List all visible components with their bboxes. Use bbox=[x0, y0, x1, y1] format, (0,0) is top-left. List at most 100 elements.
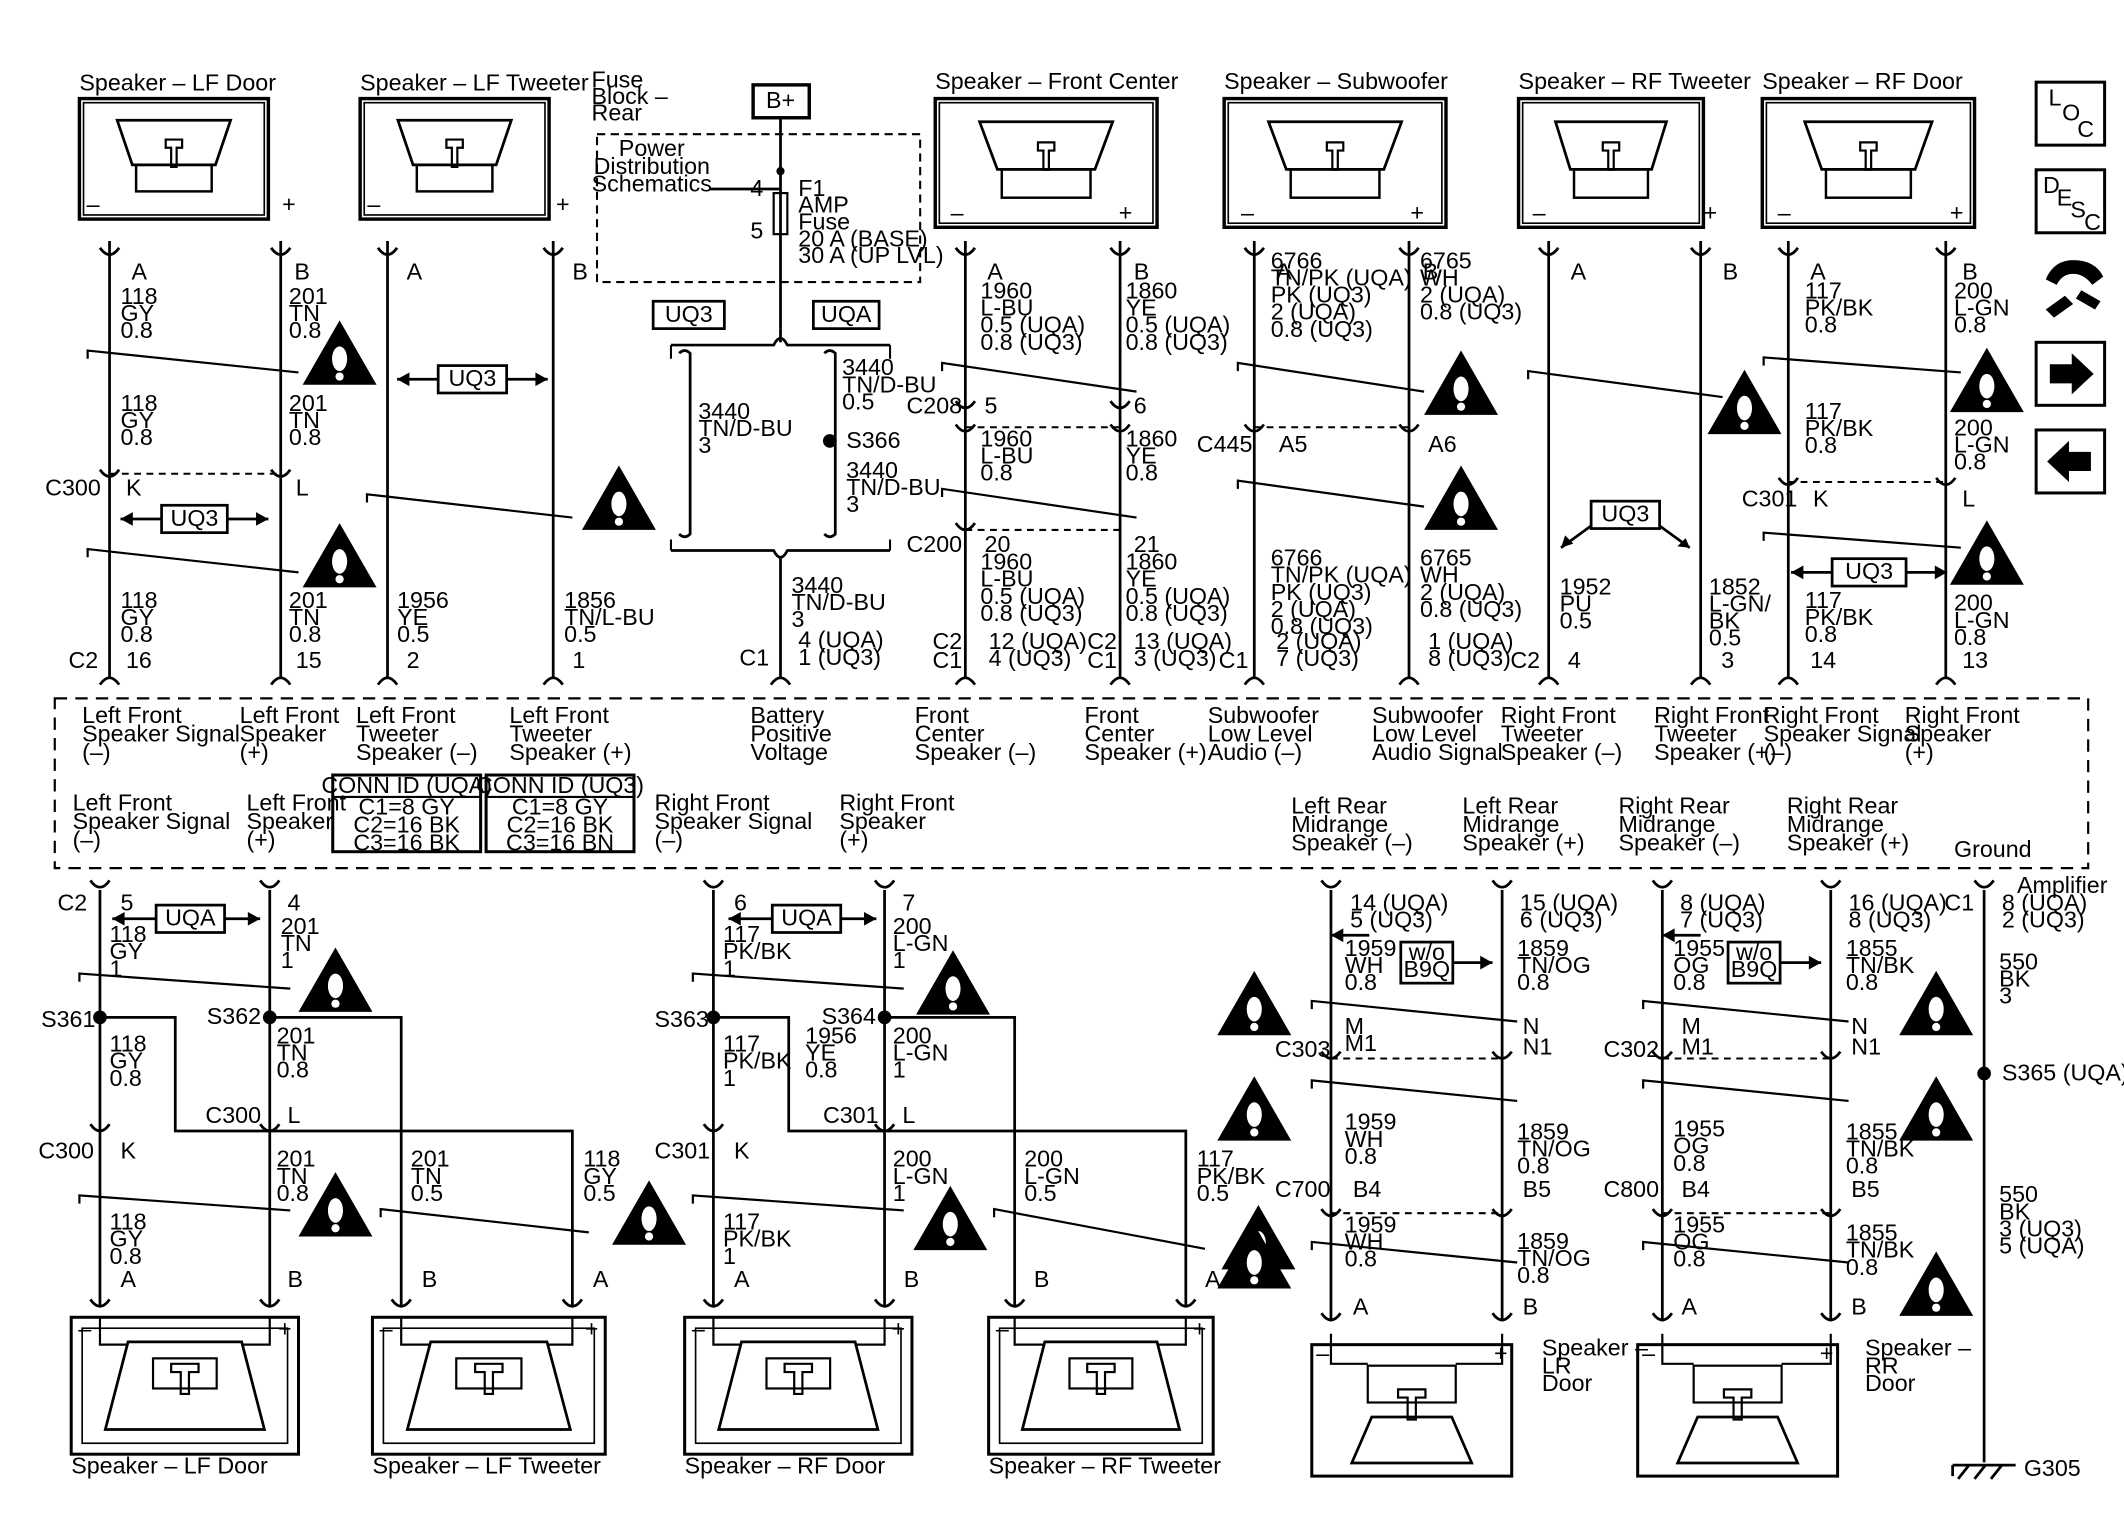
fuse-label: Fuse bbox=[798, 208, 850, 234]
splice-label: S364 bbox=[822, 1003, 876, 1029]
pin-label: 13 bbox=[1962, 647, 1988, 673]
warning-dot bbox=[1982, 399, 1991, 409]
speaker-lead bbox=[1455, 1333, 1504, 1365]
fuse-label: 20 A (BASE) bbox=[798, 225, 927, 251]
warning-dot bbox=[1932, 1022, 1941, 1032]
wire-label: 0.5 bbox=[1024, 1180, 1056, 1206]
pin-label: K bbox=[734, 1137, 750, 1163]
branch bbox=[670, 549, 891, 559]
wire-label: 117 bbox=[1805, 587, 1842, 613]
amp-pin-label: Speaker bbox=[1905, 720, 1992, 746]
pin-label: A bbox=[1205, 1266, 1221, 1292]
twisted-pair-mark bbox=[379, 1207, 589, 1234]
warning-icon bbox=[298, 947, 373, 1012]
wire-label: 201 bbox=[289, 283, 328, 309]
connector-terminal bbox=[1651, 1050, 1674, 1060]
loc-button[interactable] bbox=[2034, 80, 2107, 147]
speaker-lead bbox=[1013, 1317, 1045, 1346]
wire-label: YE bbox=[1126, 443, 1157, 469]
speaker-lead bbox=[855, 1317, 886, 1346]
pin-label: 1 bbox=[572, 647, 585, 673]
wire-label: WH bbox=[1345, 1126, 1384, 1152]
amp-pin-label: Center bbox=[915, 720, 985, 746]
speaker-magnet bbox=[455, 1357, 523, 1390]
wire-label: 15 (UQA) bbox=[1520, 890, 1618, 916]
connector-terminal bbox=[1109, 676, 1131, 686]
wire-label: 1 bbox=[723, 1065, 736, 1091]
wire-label: 118 bbox=[110, 1031, 147, 1057]
wire-label: 117 bbox=[723, 921, 760, 947]
desc-letter: C bbox=[2084, 209, 2101, 235]
wire-label: 3 bbox=[1999, 983, 2012, 1009]
wire-label: BK bbox=[1709, 608, 1741, 634]
speaker-box-inner bbox=[382, 1327, 596, 1445]
terminal-polarity: – bbox=[1533, 199, 1546, 225]
warning-mark bbox=[327, 1198, 344, 1223]
wire-label: 1 (UQA) bbox=[1428, 628, 1513, 654]
amp-pin-label: Left Rear bbox=[1462, 792, 1558, 818]
warning-mark bbox=[332, 346, 348, 372]
twisted-pair-mark bbox=[993, 1207, 1206, 1250]
splice-label: S363 bbox=[655, 1006, 709, 1032]
wire-label: 0.8 bbox=[120, 317, 152, 343]
connector-terminal bbox=[873, 1298, 896, 1308]
wire-label: 0.8 bbox=[805, 1057, 837, 1083]
splice-label: S362 bbox=[207, 1003, 261, 1029]
wire-label: 1 bbox=[893, 1180, 906, 1206]
connector-id: C1 bbox=[1944, 890, 1974, 916]
warning-icon bbox=[302, 320, 377, 385]
wire-label: 117 bbox=[1197, 1146, 1234, 1172]
connector-terminal bbox=[1175, 1298, 1197, 1308]
speaker-box-inner bbox=[1765, 101, 1972, 225]
wire-label: 2 (UQ3) bbox=[2002, 907, 2085, 933]
pin-label: B bbox=[1034, 1266, 1050, 1292]
wire-label: 1956 bbox=[805, 1022, 857, 1048]
conn-id-title: CONN ID (UQ3) bbox=[476, 772, 644, 798]
warning-dot bbox=[946, 1237, 955, 1247]
terminal-polarity: + bbox=[585, 1315, 599, 1341]
speaker-title: Speaker – bbox=[1542, 1335, 1648, 1361]
wire-label: L-GN bbox=[893, 930, 949, 956]
connector-terminal bbox=[89, 1123, 111, 1133]
wire-label: 1955 bbox=[1673, 1116, 1725, 1142]
connector-terminal bbox=[1320, 1050, 1342, 1060]
speaker-cone bbox=[1266, 120, 1404, 171]
next-button[interactable] bbox=[2034, 340, 2107, 407]
pin-label: B bbox=[1134, 258, 1150, 284]
fuse-block-title: Block – bbox=[592, 83, 668, 109]
speaker-cone bbox=[716, 1340, 880, 1431]
ground-symbol bbox=[1951, 1463, 2016, 1480]
prev-button[interactable] bbox=[2034, 428, 2107, 495]
connector-id: C800 bbox=[1603, 1176, 1659, 1202]
pin-label: B4 bbox=[1353, 1176, 1382, 1202]
desc-button[interactable] bbox=[2034, 168, 2107, 235]
wire-label: WH bbox=[1345, 952, 1384, 978]
arrow-head bbox=[1934, 565, 1948, 580]
amp-pin-label: Speaker (–) bbox=[1291, 829, 1413, 855]
pin-label: B bbox=[1851, 1294, 1867, 1320]
pin-label: K bbox=[126, 475, 142, 501]
pin-label: 3 bbox=[1721, 647, 1734, 673]
pin-label: A bbox=[1810, 258, 1826, 284]
speaker-rfd-top bbox=[1760, 96, 1977, 230]
terminal-polarity: – bbox=[1778, 199, 1791, 225]
option-label: w/o bbox=[1408, 939, 1445, 965]
splice-s366 bbox=[822, 434, 837, 448]
wire-label: 0.8 bbox=[289, 424, 321, 450]
warning-icon bbox=[1424, 350, 1499, 415]
fuse-label: F1 bbox=[798, 175, 825, 201]
wire-label: 6766 bbox=[1271, 247, 1323, 273]
arrow-head bbox=[1808, 955, 1822, 970]
amp-pin-label: Speaker (–) bbox=[1619, 829, 1741, 855]
amp-pin-label: Right Front bbox=[1654, 702, 1770, 728]
wire-branch bbox=[678, 349, 692, 539]
fuse-label: 30 A (UP LVL) bbox=[798, 242, 943, 268]
wire-label: 118 bbox=[120, 390, 157, 416]
desc-letter: S bbox=[2070, 197, 2086, 223]
pin-label: B bbox=[1962, 258, 1978, 284]
warning-mark bbox=[1453, 376, 1469, 402]
wire-label: 3440 bbox=[842, 354, 894, 380]
speaker-cone bbox=[1802, 120, 1935, 171]
connector-terminal bbox=[376, 676, 399, 686]
wire-label: 2 (UQA) bbox=[1420, 579, 1505, 605]
